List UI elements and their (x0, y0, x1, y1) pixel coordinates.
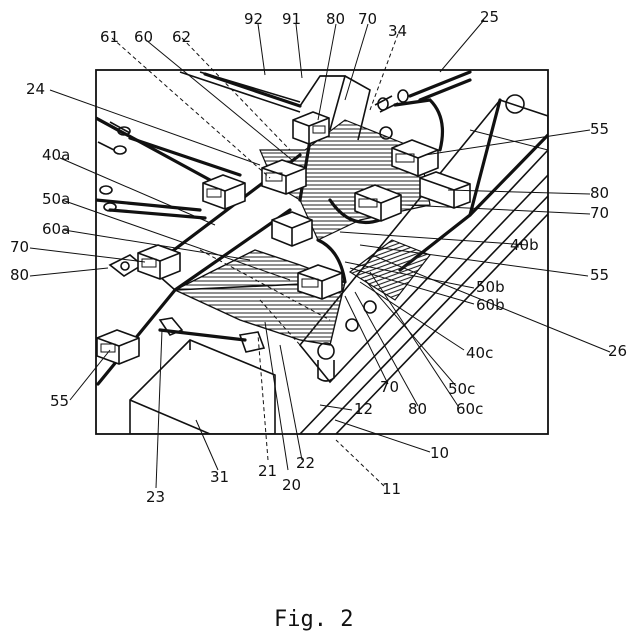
label-50c: 50c (448, 380, 475, 398)
label-11: 11 (382, 480, 401, 498)
label-55-right-upper: 55 (590, 120, 609, 138)
label-80-top: 80 (326, 10, 345, 28)
label-40c: 40c (466, 344, 493, 362)
label-55-left: 55 (50, 392, 69, 410)
label-60c: 60c (456, 400, 483, 418)
label-10: 10 (430, 444, 449, 462)
label-92: 92 (244, 10, 263, 28)
label-23: 23 (146, 488, 165, 506)
label-60: 60 (134, 28, 153, 46)
label-70-top: 70 (358, 10, 377, 28)
label-25: 25 (480, 8, 499, 26)
label-50b: 50b (476, 278, 505, 296)
label-26: 26 (608, 342, 627, 360)
label-60b: 60b (476, 296, 505, 314)
label-62: 62 (172, 28, 191, 46)
figure-caption: Fig. 2 (274, 607, 353, 632)
label-80-right: 80 (590, 184, 609, 202)
label-91: 91 (282, 10, 301, 28)
label-20: 20 (282, 476, 301, 494)
label-12: 12 (354, 400, 373, 418)
label-34: 34 (388, 22, 407, 40)
label-60a: 60a (42, 220, 70, 238)
label-70-right: 70 (590, 204, 609, 222)
label-80-bottom: 80 (408, 400, 427, 418)
label-55-right-lower: 55 (590, 266, 609, 284)
label-31: 31 (210, 468, 229, 486)
label-40a: 40a (42, 146, 70, 164)
label-70-bottom: 70 (380, 378, 399, 396)
label-40b: 40b (510, 236, 539, 254)
label-80-left: 80 (10, 266, 29, 284)
label-24: 24 (26, 80, 45, 98)
label-21: 21 (258, 462, 277, 480)
label-50a: 50a (42, 190, 70, 208)
label-61: 61 (100, 28, 119, 46)
label-70-left: 70 (10, 238, 29, 256)
label-22: 22 (296, 454, 315, 472)
